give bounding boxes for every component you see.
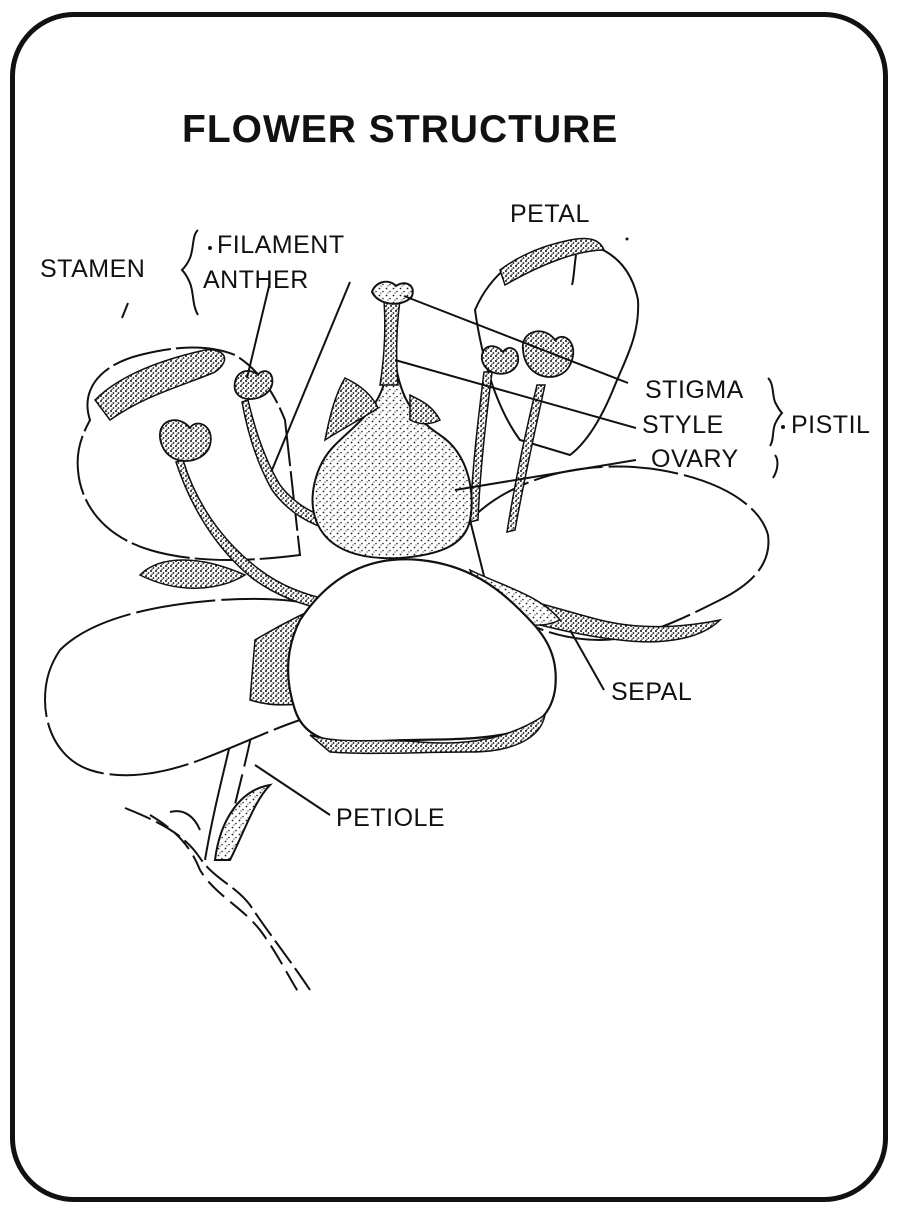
stigma — [372, 282, 413, 304]
label-filament: FILAMENT — [217, 233, 345, 258]
sepal-left — [140, 560, 245, 588]
label-petiole: PETIOLE — [336, 806, 445, 831]
label-pistil: PISTIL — [791, 413, 870, 438]
leaf-bud — [215, 785, 270, 860]
diagram-title: FLOWER STRUCTURE — [182, 108, 618, 152]
label-style: STYLE — [642, 413, 724, 438]
label-stamen: STAMEN — [40, 257, 145, 282]
label-petal: PETAL — [510, 202, 590, 227]
pistil-brace — [768, 378, 782, 446]
style — [380, 300, 400, 385]
label-sepal: SEPAL — [611, 680, 692, 705]
stamen-brace — [182, 230, 198, 315]
ovary — [313, 360, 472, 558]
label-stigma: STIGMA — [645, 378, 744, 403]
label-ovary: OVARY — [651, 447, 739, 472]
label-anther: ANTHER — [203, 268, 309, 293]
